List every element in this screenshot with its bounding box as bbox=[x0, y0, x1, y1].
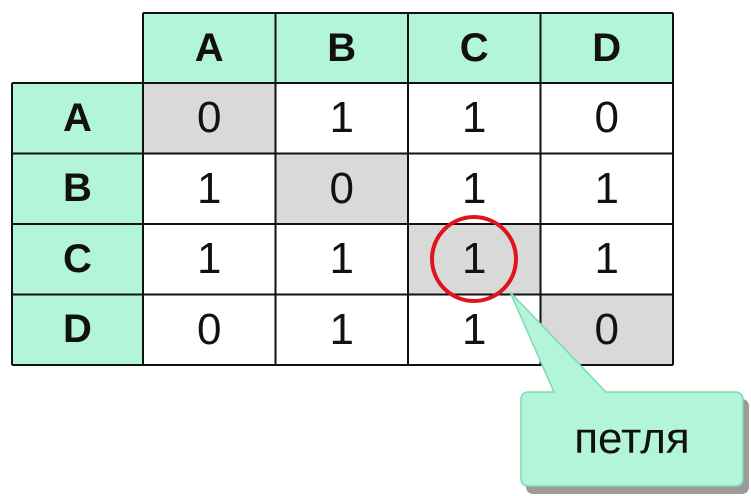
matrix-cell: 0 bbox=[197, 304, 222, 354]
matrix-cell: 0 bbox=[594, 93, 619, 143]
matrix-cell: 1 bbox=[329, 93, 354, 143]
matrix-cell: 0 bbox=[594, 304, 619, 354]
col-header-bg-B bbox=[275, 13, 408, 83]
row-header-bg-C bbox=[12, 224, 143, 295]
matrix-cell: 1 bbox=[329, 304, 354, 354]
matrix-cell: 1 bbox=[462, 93, 487, 143]
matrix-cell: 1 bbox=[594, 234, 619, 284]
diagonal-cell-bg bbox=[143, 83, 276, 154]
matrix-cell: 0 bbox=[197, 93, 222, 143]
column-header: A bbox=[194, 25, 224, 70]
matrix-cell: 1 bbox=[197, 234, 222, 284]
matrix-cell: 0 bbox=[329, 163, 354, 213]
loop-callout-label: петля bbox=[574, 414, 690, 463]
matrix-cell: 1 bbox=[462, 163, 487, 213]
row-header: A bbox=[63, 95, 92, 140]
column-header: C bbox=[459, 25, 489, 70]
row-header-bg-A bbox=[12, 83, 143, 154]
callout-bubble bbox=[509, 291, 744, 487]
diagonal-cell-bg bbox=[275, 153, 408, 224]
column-header: B bbox=[327, 25, 357, 70]
row-header: C bbox=[63, 236, 92, 281]
matrix-cell: 1 bbox=[462, 234, 487, 284]
row-header-bg-D bbox=[12, 294, 143, 365]
row-header: B bbox=[63, 166, 92, 211]
col-header-bg-A bbox=[143, 13, 276, 83]
col-header-bg-C bbox=[408, 13, 541, 83]
matrix-cell: 1 bbox=[462, 304, 487, 354]
column-header: D bbox=[592, 25, 622, 70]
matrix-cell: 1 bbox=[594, 163, 619, 213]
matrix-cell: 1 bbox=[329, 234, 354, 284]
row-header-bg-B bbox=[12, 153, 143, 224]
matrix-cell: 1 bbox=[197, 163, 222, 213]
row-header: D bbox=[63, 307, 92, 352]
loop-highlight-circle bbox=[430, 215, 518, 303]
col-header-bg-D bbox=[540, 13, 673, 83]
